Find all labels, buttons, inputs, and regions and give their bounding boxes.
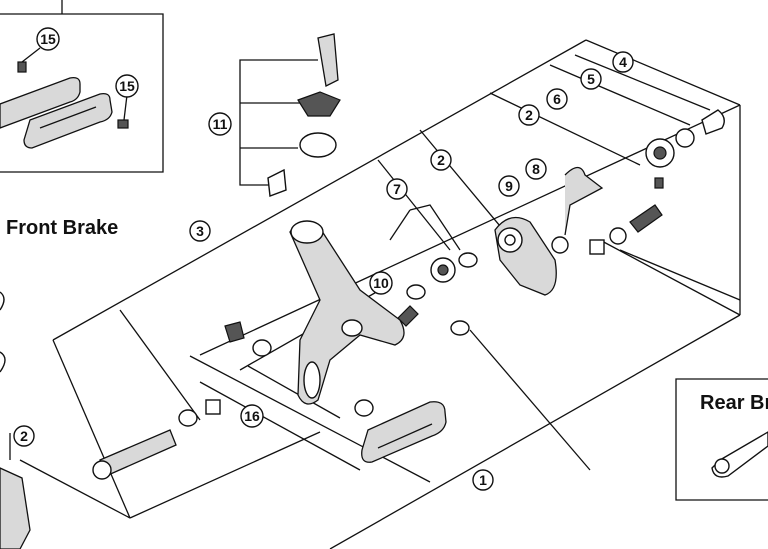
brake-pad-inset xyxy=(0,0,164,173)
callout-10: 10 xyxy=(369,271,393,295)
svg-text:5: 5 xyxy=(587,71,595,87)
callout-16: 16 xyxy=(240,404,264,428)
rear-brake-label: Rear Br xyxy=(700,392,768,414)
callout-4: 4 xyxy=(612,51,634,73)
partial-left-elements xyxy=(0,291,31,549)
svg-text:1: 1 xyxy=(479,472,487,488)
svg-text:2: 2 xyxy=(525,107,533,123)
pad-bolt-icon xyxy=(117,119,129,129)
leader-lines xyxy=(9,39,741,549)
second-arm xyxy=(494,216,557,296)
callout-5: 5 xyxy=(580,68,602,90)
svg-text:2: 2 xyxy=(437,152,445,168)
svg-text:15: 15 xyxy=(40,31,56,47)
callout-11: 11 xyxy=(208,112,232,136)
callout-2: 2 xyxy=(13,425,35,447)
brake-shoe xyxy=(361,401,447,463)
small-hardware xyxy=(178,109,725,427)
front-brake-label: Front Brake xyxy=(6,217,118,239)
caliper-arm xyxy=(289,220,405,405)
callout-15: 15 xyxy=(115,74,139,98)
svg-text:9: 9 xyxy=(505,178,513,194)
rear-brake-inset xyxy=(675,378,768,501)
svg-text:3: 3 xyxy=(196,223,204,239)
callout-8: 8 xyxy=(525,158,547,180)
svg-text:10: 10 xyxy=(373,275,389,291)
callout-2: 2 xyxy=(430,149,452,171)
callout-3: 3 xyxy=(189,220,211,242)
svg-text:7: 7 xyxy=(393,181,401,197)
callout-15: 15 xyxy=(36,27,60,51)
svg-text:8: 8 xyxy=(532,161,540,177)
svg-text:16: 16 xyxy=(244,408,260,424)
svg-text:6: 6 xyxy=(553,91,561,107)
svg-text:2: 2 xyxy=(20,428,28,444)
svg-text:4: 4 xyxy=(619,54,627,70)
svg-text:15: 15 xyxy=(119,78,135,94)
svg-text:11: 11 xyxy=(213,116,228,132)
adjuster-assembly xyxy=(267,33,341,197)
callout-9: 9 xyxy=(498,175,520,197)
callout-1: 1 xyxy=(472,469,494,491)
callout-7: 7 xyxy=(386,178,408,200)
pad-bolt-icon xyxy=(17,61,27,73)
long-bolt xyxy=(92,429,177,480)
callout-2: 2 xyxy=(518,104,540,126)
callout-6: 6 xyxy=(546,88,568,110)
